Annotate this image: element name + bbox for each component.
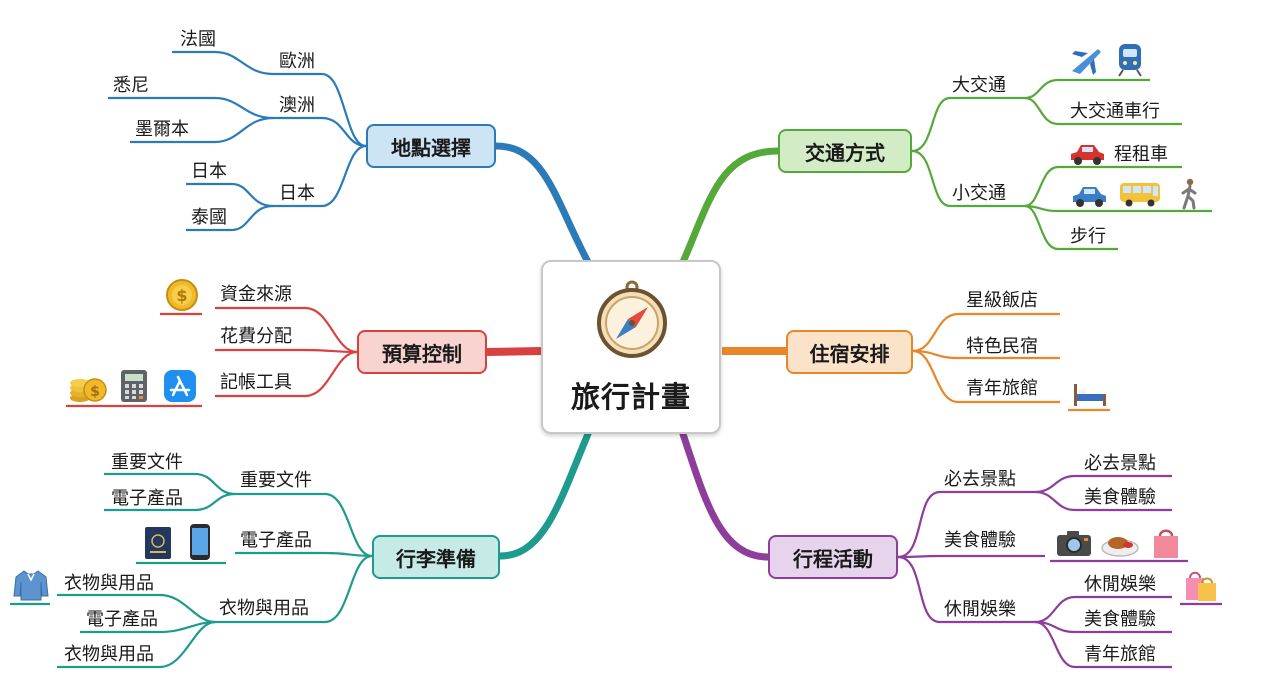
leaf-major-transport-rental[interactable]: 大交通車行 <box>1070 101 1160 122</box>
bed-icon <box>1074 384 1106 406</box>
leaf-sydney[interactable]: 悉尼 <box>113 75 149 96</box>
subtopic-important-documents[interactable]: 重要文件 <box>240 470 312 491</box>
food-plate-icon <box>1101 537 1139 557</box>
leaf-funding-source[interactable]: 資金來源 <box>220 284 292 305</box>
compass-icon <box>597 280 667 358</box>
subtopic-clothing[interactable]: 衣物與用品 <box>219 598 309 619</box>
coins-stack-icon: $ <box>70 378 107 402</box>
subtopic-leisure[interactable]: 休閒娛樂 <box>944 599 1016 620</box>
leaf-france[interactable]: 法國 <box>180 29 216 50</box>
leaf-electronics-2[interactable]: 電子產品 <box>86 609 158 630</box>
subtopic-must-see-sights[interactable]: 必去景點 <box>944 469 1016 490</box>
blue-car-icon <box>1073 187 1106 207</box>
topic-activities[interactable]: 行程活動 <box>768 535 898 579</box>
leaf-walking[interactable]: 步行 <box>1070 226 1106 247</box>
calculator-icon <box>121 370 147 402</box>
leaf-japan[interactable]: 日本 <box>191 161 227 182</box>
leaf-leisure[interactable]: 休閒娛樂 <box>1084 574 1156 595</box>
shopping-bag-icon <box>1154 529 1178 558</box>
leaf-youth-hostel[interactable]: 青年旅館 <box>966 378 1038 399</box>
leaf-electronics[interactable]: 電子產品 <box>111 488 183 509</box>
subtopic-food-experience[interactable]: 美食體驗 <box>944 530 1016 551</box>
subtopic-minor-transport[interactable]: 小交通 <box>952 183 1006 204</box>
svg-text:$: $ <box>176 286 187 305</box>
leaf-bnb[interactable]: 特色民宿 <box>966 336 1038 357</box>
leaf-clothing-2[interactable]: 衣物與用品 <box>64 644 154 665</box>
camera-icon <box>1057 531 1091 556</box>
topic-transport[interactable]: 交通方式 <box>778 129 912 173</box>
leaf-clothing-1[interactable]: 衣物與用品 <box>64 573 154 594</box>
central-topic[interactable]: 旅行計畫 <box>541 260 721 434</box>
leaf-spending-allocation[interactable]: 花費分配 <box>220 326 292 347</box>
coin-icon: $ <box>166 279 198 311</box>
subtopic-japan[interactable]: 日本 <box>279 183 315 204</box>
leaf-important-documents[interactable]: 重要文件 <box>111 452 183 473</box>
airplane-icon <box>1072 49 1101 75</box>
phone-icon <box>190 524 210 560</box>
train-icon <box>1118 44 1142 77</box>
leaf-melbourne[interactable]: 墨爾本 <box>135 119 189 140</box>
topic-luggage[interactable]: 行李準備 <box>372 535 500 579</box>
leaf-food-experience-2[interactable]: 美食體驗 <box>1084 609 1156 630</box>
bus-icon <box>1120 183 1160 207</box>
central-topic-title: 旅行計畫 <box>570 380 691 414</box>
topic-location[interactable]: 地點選擇 <box>366 124 496 168</box>
subtopic-australia[interactable]: 澳洲 <box>279 95 315 116</box>
svg-text:$: $ <box>90 384 100 400</box>
leaf-youth-hostel-2[interactable]: 青年旅館 <box>1084 644 1156 665</box>
leaf-star-hotel[interactable]: 星級飯店 <box>966 290 1038 311</box>
leaf-bookkeeping-tools[interactable]: 記帳工具 <box>220 372 292 393</box>
subtopic-europe[interactable]: 歐洲 <box>279 51 315 72</box>
subtopic-major-transport[interactable]: 大交通 <box>952 75 1006 96</box>
app-store-icon <box>164 370 196 402</box>
subtopic-electronics[interactable]: 電子產品 <box>240 530 312 551</box>
topic-lodging[interactable]: 住宿安排 <box>786 330 913 374</box>
shirt-icon <box>13 570 49 601</box>
passport-icon <box>145 527 171 559</box>
leaf-must-see-sights[interactable]: 必去景點 <box>1084 453 1156 474</box>
red-car-icon <box>1071 145 1104 165</box>
walking-person-icon <box>1181 178 1197 210</box>
leaf-food-experience[interactable]: 美食體驗 <box>1084 487 1156 508</box>
topic-budget[interactable]: 預算控制 <box>357 330 487 374</box>
leaf-taxi[interactable]: 程租車 <box>1114 144 1168 165</box>
shopping-bags-icon <box>1186 571 1216 601</box>
leaf-thailand[interactable]: 泰國 <box>191 207 227 228</box>
